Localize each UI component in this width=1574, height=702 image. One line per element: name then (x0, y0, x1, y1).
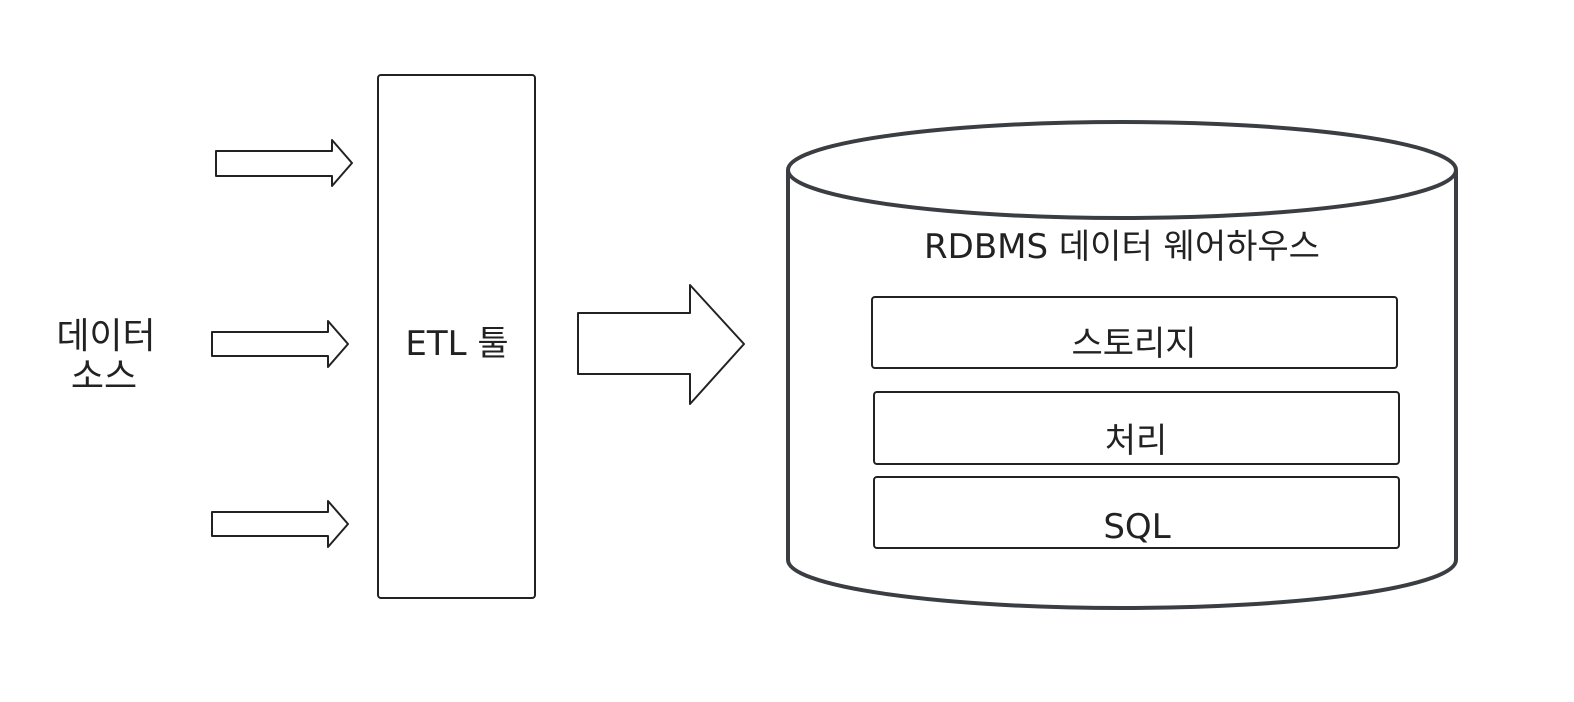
data-source-label: 데이터 소스 (56, 316, 155, 397)
warehouse-title: RDBMS 데이터 웨어하우스 (924, 227, 1320, 267)
input-arrow-top (215, 139, 353, 187)
layer-sql-label: SQL (1103, 507, 1170, 547)
cylinder-top (786, 120, 1458, 220)
etl-tool-label: ETL 툴 (405, 324, 508, 364)
data-source-line1: 데이터 (56, 316, 155, 357)
layer-sql-box (873, 476, 1400, 549)
data-source-line2: 소스 (71, 356, 137, 397)
layer-processing-label: 처리 (1105, 421, 1168, 461)
input-arrow-middle (211, 320, 349, 368)
input-arrow-bottom (211, 500, 349, 548)
layer-storage-label: 스토리지 (1071, 324, 1196, 364)
output-arrow (577, 284, 745, 405)
layer-processing-box (873, 391, 1400, 465)
layer-storage-box (871, 296, 1398, 369)
etl-tool-box (377, 74, 536, 599)
